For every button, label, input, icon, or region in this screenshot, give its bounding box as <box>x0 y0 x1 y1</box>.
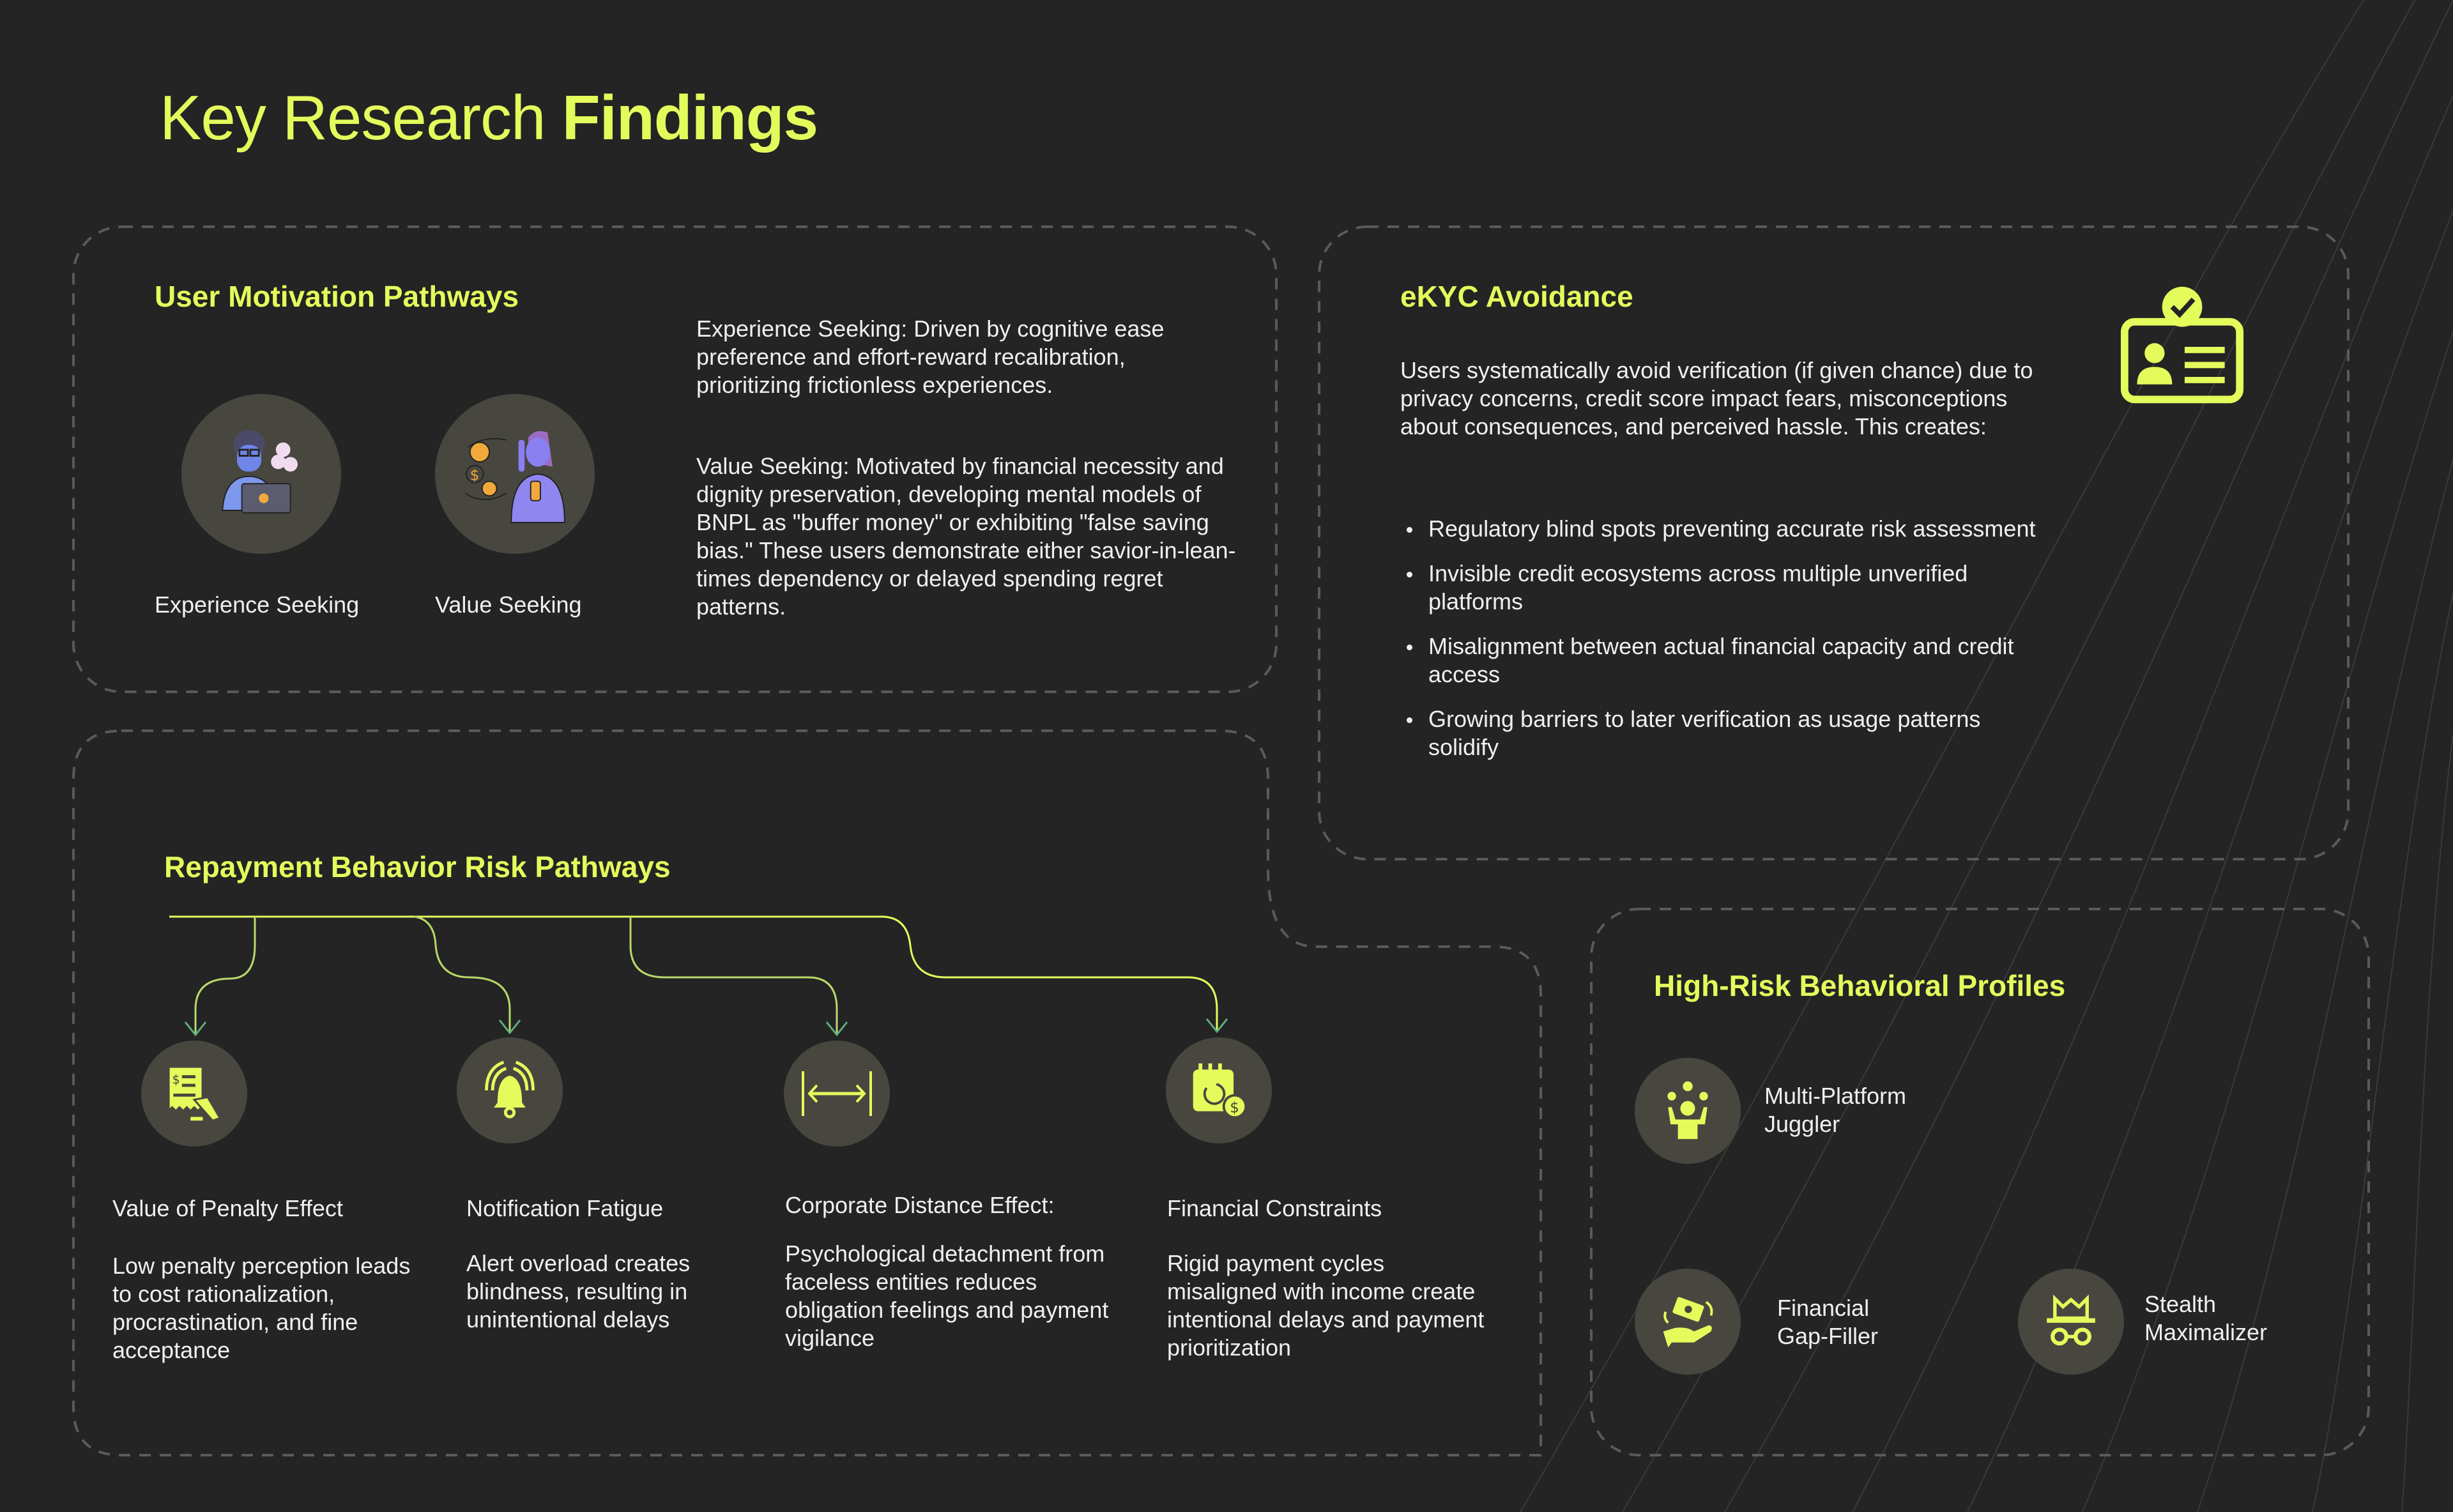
branch-3 <box>629 917 838 1034</box>
title-bold: Findings <box>562 82 818 153</box>
receipt-hand-icon: $ <box>141 1041 247 1147</box>
branch-1 <box>194 917 256 1034</box>
profile-label-juggler: Multi-Platform Juggler <box>1764 1083 1907 1137</box>
arrow-3 <box>825 1021 848 1037</box>
tree-trunk <box>169 915 1218 1030</box>
calendar-payment-icon: $ <box>1166 1037 1272 1143</box>
ekyc-panel-border <box>1318 225 2350 860</box>
experience-description: Experience Seeking: Driven by cognitive … <box>696 316 1165 398</box>
notification-title: Notification Fatigue <box>466 1195 664 1221</box>
persona-label-value: Value Seeking <box>435 592 582 618</box>
ekyc-bullet: Growing barriers to later verification a… <box>1400 705 2039 761</box>
woman-phone-money-illustration: $ <box>435 394 595 554</box>
repayment-panel-border <box>72 729 1542 1456</box>
ekyc-bullet: Invisible credit ecosystems across multi… <box>1400 560 2039 616</box>
background-arcs <box>1520 0 2453 1512</box>
penalty-description: Low penalty perception leads to cost rat… <box>112 1253 411 1363</box>
profiles-heading: High-Risk Behavioral Profiles <box>1654 969 2066 1002</box>
arrowheads <box>184 1018 1228 1037</box>
profiles-panel-border <box>1590 908 2370 1456</box>
penalty-title: Value of Penalty Effect <box>112 1195 343 1221</box>
developer-laptop-illustration <box>181 394 341 554</box>
ekyc-bullet: Misalignment between actual financial ca… <box>1400 632 2039 689</box>
constraints-title: Financial Constraints <box>1167 1195 1382 1221</box>
svg-text:$: $ <box>172 1073 180 1087</box>
corporate-title: Corporate Distance Effect: <box>785 1192 1055 1218</box>
ringing-bell-icon <box>457 1037 563 1143</box>
ekyc-bullet: Regulatory blind spots preventing accura… <box>1400 515 2039 543</box>
ekyc-bullet-list: Regulatory blind spots preventing accura… <box>1400 515 2039 778</box>
ekyc-intro: Users systematically avoid verification … <box>1400 357 2033 439</box>
branch-2 <box>414 915 511 1032</box>
distance-arrows-icon <box>784 1041 890 1147</box>
constraints-description: Rigid payment cycles misaligned with inc… <box>1167 1250 1485 1361</box>
svg-text:$: $ <box>1230 1100 1239 1117</box>
incognito-icon <box>2018 1269 2124 1375</box>
profile-label-gap-filler: Financial Gap-Filler <box>1777 1295 1879 1349</box>
title-light: Key Research <box>160 82 546 153</box>
arrow-2 <box>498 1019 521 1035</box>
value-description: Value Seeking: Motivated by financial ne… <box>696 453 1236 620</box>
motivation-heading: User Motivation Pathways <box>155 280 519 313</box>
juggler-icon <box>1635 1058 1741 1164</box>
id-card-check-icon <box>2120 284 2245 413</box>
svg-text:$: $ <box>470 468 480 484</box>
persona-label-experience: Experience Seeking <box>155 592 360 618</box>
arrow-4 <box>1205 1018 1228 1034</box>
money-hand-icon <box>1635 1269 1741 1375</box>
repayment-tree <box>169 915 1228 1037</box>
repayment-heading: Repayment Behavior Risk Pathways <box>164 850 671 883</box>
corporate-description: Psychological detachment from faceless e… <box>785 1241 1109 1351</box>
arrow-1 <box>184 1021 207 1037</box>
ekyc-heading: eKYC Avoidance <box>1400 280 1633 313</box>
motivation-panel-border <box>72 225 1278 693</box>
page-title: Key Research Findings <box>160 82 818 154</box>
notification-description: Alert overload creates blindness, result… <box>466 1250 691 1333</box>
profile-label-stealth: Stealth Maximalizer <box>2144 1291 2268 1345</box>
